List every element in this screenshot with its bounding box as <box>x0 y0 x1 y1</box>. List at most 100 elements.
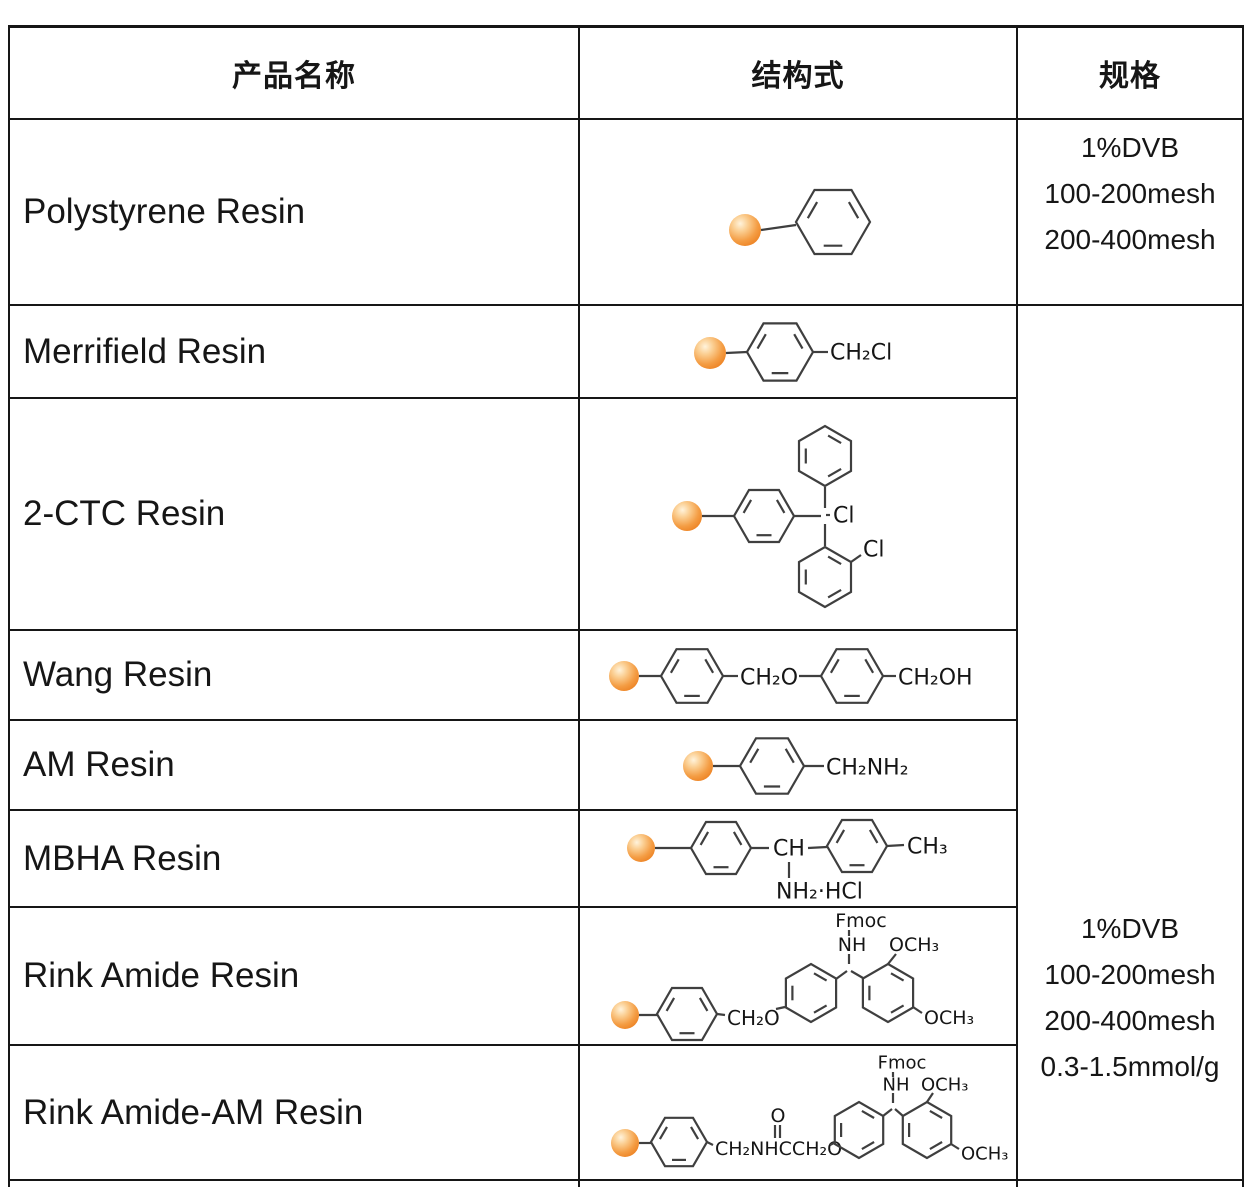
header-cell-structure: 结构式 <box>580 28 1018 120</box>
double-bond-line <box>827 467 842 478</box>
double-bond-line <box>690 1126 700 1140</box>
benzene-ring-icon <box>784 962 838 1024</box>
formula-label: O <box>771 1105 786 1127</box>
bond-line <box>835 970 848 980</box>
bond-line <box>760 223 797 232</box>
double-bond-line <box>775 499 786 514</box>
bond-line <box>894 1108 904 1117</box>
benzene-ring-icon <box>649 1116 709 1168</box>
double-bond-line <box>827 434 842 445</box>
formula-label: CH₃ <box>907 835 948 860</box>
spec-line: 100-200mesh <box>1044 959 1216 990</box>
resin-bead-icon <box>694 337 726 369</box>
formula-label: CH₂O <box>727 1006 780 1030</box>
spec-line: 200-400mesh <box>1044 224 1216 255</box>
structure-mbha: CH CH₃ NH₂·HCl <box>627 818 948 905</box>
resin-bead-icon <box>627 834 655 862</box>
double-bond-line <box>835 829 846 844</box>
header-cell-product-name: 产品名称 <box>10 28 580 120</box>
double-bond-line <box>669 658 680 674</box>
resin-bead-icon <box>672 501 702 531</box>
structure-cell-partial <box>580 1181 1018 1187</box>
benzene-ring-icon <box>794 188 872 256</box>
product-name: Rink Amide Resin <box>23 956 300 995</box>
bond-line <box>829 1142 835 1146</box>
resin-bead-icon <box>611 1129 639 1157</box>
product-name-cell: Merrifield Resin <box>10 306 580 399</box>
formula-label: NH₂·HCl <box>776 880 863 905</box>
product-name: MBHA Resin <box>23 838 222 878</box>
benzene-ring-icon <box>797 545 853 609</box>
bond-line <box>882 1108 893 1117</box>
benzene-ring-icon <box>659 648 725 704</box>
bond-line <box>716 1012 726 1017</box>
product-name-cell: Rink Amide-AM Resin <box>10 1046 580 1181</box>
resin-bead-icon <box>729 214 761 246</box>
header-cell-spec: 规格 <box>1018 28 1242 120</box>
spec-cell-partial <box>1018 1181 1242 1187</box>
structure-cell: CH₂NH₂ <box>580 721 1018 811</box>
double-bond-line <box>861 1109 875 1119</box>
product-name-cell: 2-CTC Resin <box>10 399 580 631</box>
double-bond-line <box>813 1004 828 1014</box>
double-bond-line <box>827 588 842 599</box>
double-bond-line <box>784 748 795 764</box>
product-name: 2-CTC Resin <box>23 494 226 533</box>
double-bond-line <box>698 997 709 1012</box>
benzene-ring-icon <box>745 322 815 382</box>
spec-line: 1%DVB <box>1080 132 1180 163</box>
double-bond-line <box>929 1109 943 1119</box>
product-name-cell: AM Resin <box>10 721 580 811</box>
spec-line: 200-400mesh <box>1044 1005 1216 1036</box>
formula-label: Fmoc <box>835 910 887 932</box>
formula-label: OCH₃ <box>889 934 939 956</box>
benzene-ring-icon <box>732 488 796 544</box>
spec-merged-block: 1%DVB 100-200mesh 200-400mesh 0.3-1.5mmo… <box>1018 906 1242 1090</box>
formula-label: CH₂Cl <box>830 341 892 366</box>
bond-line <box>850 970 864 979</box>
bond-line <box>706 1141 714 1146</box>
formula-label: Cl <box>833 504 854 529</box>
bond-line <box>926 1092 934 1103</box>
formula-label: NH <box>838 934 867 956</box>
double-bond-line <box>890 972 905 982</box>
bond-line <box>912 1006 923 1014</box>
double-bond-line <box>861 1141 875 1151</box>
double-bond-line <box>806 201 819 219</box>
bond-line <box>775 1005 786 1011</box>
bond-line <box>807 845 828 850</box>
header-label-structure: 结构式 <box>751 60 845 93</box>
double-bond-line <box>665 997 676 1012</box>
product-name: Rink Amide-AM Resin <box>23 1092 364 1132</box>
formula-label: Fmoc <box>878 1053 927 1074</box>
benzene-ring-icon <box>738 737 806 795</box>
spec-cell-merged: 1%DVB 100-200mesh 200-400mesh 0.3-1.5mmo… <box>1018 306 1242 1181</box>
benzene-ring-icon <box>689 820 753 876</box>
double-bond-line <box>827 555 842 566</box>
structure-polystyrene <box>729 188 872 256</box>
product-name-cell: MBHA Resin <box>10 811 580 908</box>
resin-bead-icon <box>609 661 639 691</box>
formula-label: CH₂NHCCH₂O <box>715 1138 842 1160</box>
double-bond-line <box>864 658 875 674</box>
formula-label: CH₂O <box>740 666 798 691</box>
double-bond-line <box>749 748 760 764</box>
product-name: AM Resin <box>23 745 175 784</box>
bond-line <box>725 350 748 355</box>
double-bond-line <box>890 1004 905 1014</box>
formula-label: Cl <box>863 538 884 563</box>
product-name-cell-partial <box>10 1181 580 1187</box>
resin-bead-icon <box>611 1001 639 1029</box>
spec-line: 0.3-1.5mmol/g <box>1040 1051 1220 1082</box>
double-bond-line <box>929 1141 943 1151</box>
bond-line <box>886 843 905 848</box>
formula-label: CH <box>773 837 805 862</box>
double-bond-line <box>868 829 879 844</box>
benzene-ring-icon <box>797 424 853 488</box>
